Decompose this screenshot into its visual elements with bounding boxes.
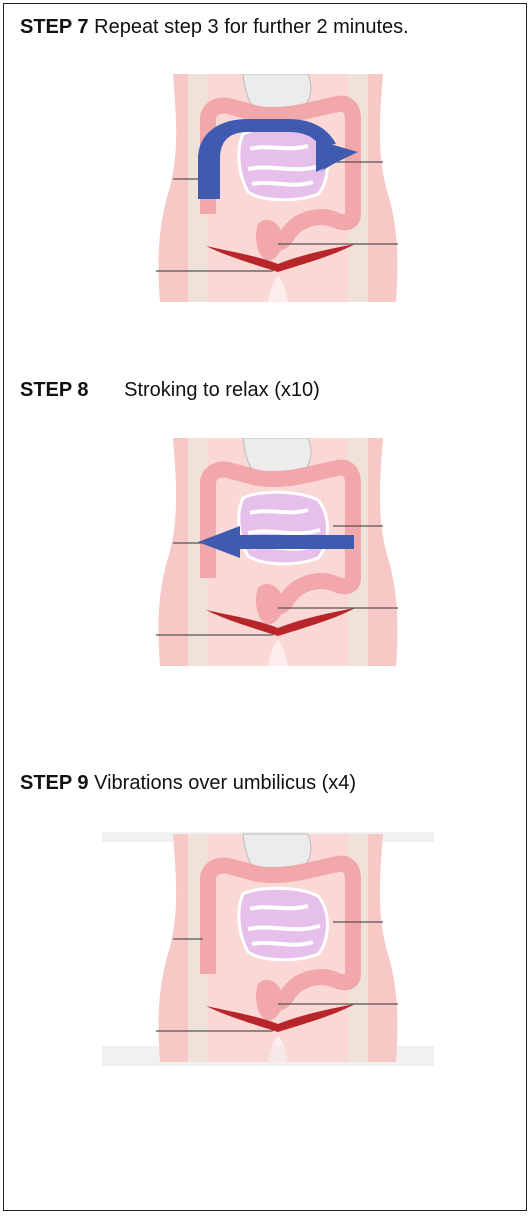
abdomen-diagram-step-9	[102, 832, 434, 1068]
abdomen-diagram-step-8	[148, 438, 408, 668]
step-7-heading: STEP 7 Repeat step 3 for further 2 minut…	[20, 16, 409, 39]
abdomen-diagram-step-7	[148, 74, 408, 304]
step-7-text: Repeat step 3 for further 2 minutes.	[94, 16, 409, 38]
small-intestine	[239, 888, 328, 960]
step-9-label: STEP 9	[20, 772, 89, 794]
step-7-label: STEP 7	[20, 16, 89, 38]
small-intestine	[239, 492, 328, 564]
step-9-text: Vibrations over umbilicus (x4)	[94, 772, 356, 794]
step-9-heading: STEP 9 Vibrations over umbilicus (x4)	[20, 772, 356, 795]
step-8-label: STEP 8	[20, 379, 89, 401]
step-8-text: Stroking to relax (x10)	[124, 379, 320, 401]
step-8-heading: STEP 8 Stroking to relax (x10)	[20, 379, 320, 402]
